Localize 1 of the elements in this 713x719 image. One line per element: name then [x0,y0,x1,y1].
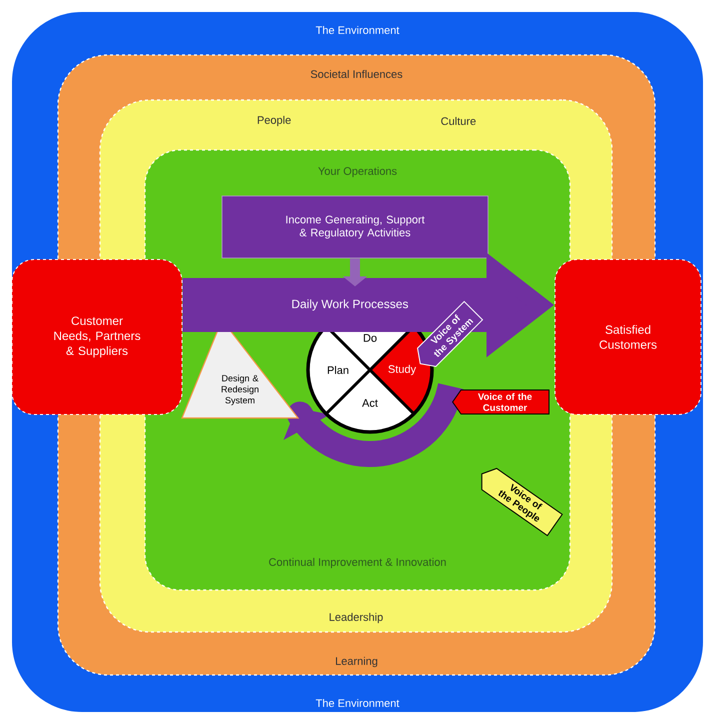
activities-box: Income Generating, Support & Regulatory Activities [222,196,488,258]
